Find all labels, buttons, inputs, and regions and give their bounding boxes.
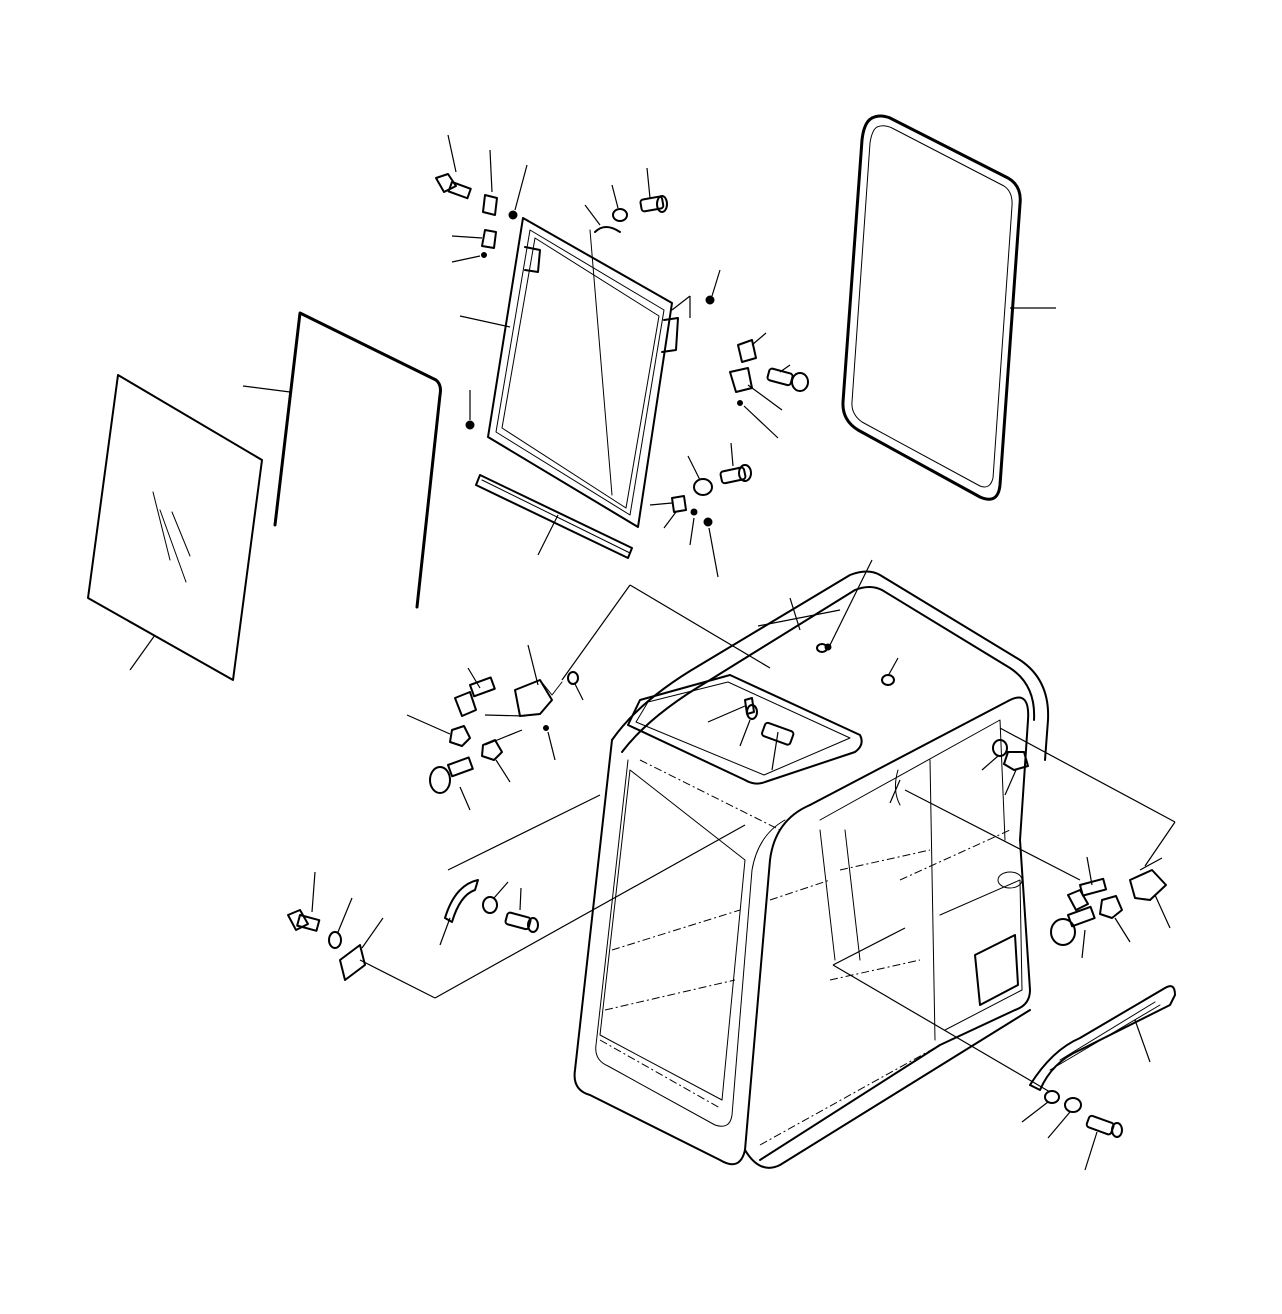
cab-frame: [573, 559, 1050, 1169]
fasteners-left-lower: [287, 794, 746, 999]
window-gasket: [841, 114, 1056, 501]
step-plate: [832, 927, 1176, 1171]
glass-panel: [87, 374, 263, 681]
bottom-seal: [475, 474, 633, 559]
fasteners-right-lower: [904, 727, 1176, 959]
window-frame: [459, 204, 679, 528]
fasteners-top: [435, 134, 809, 578]
weather-strip-side: [242, 311, 442, 609]
latch-brackets: [406, 584, 771, 811]
